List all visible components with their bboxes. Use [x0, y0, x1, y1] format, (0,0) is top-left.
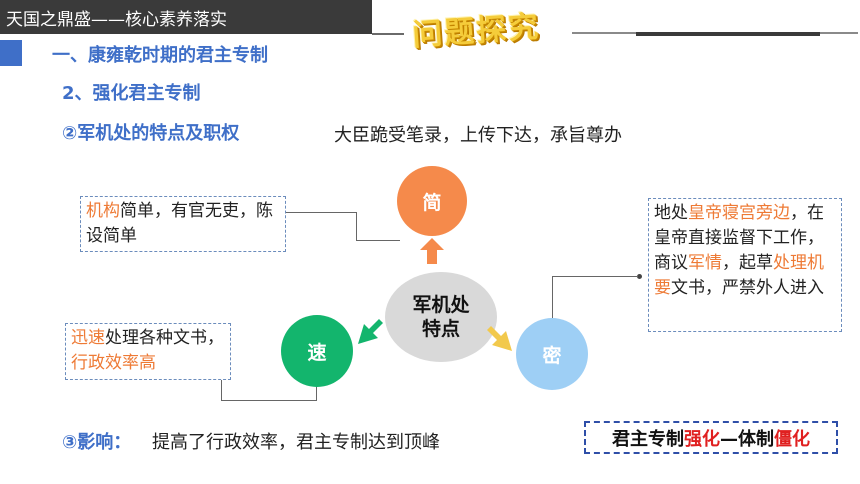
mi-text-3: ，起草 [722, 253, 773, 273]
conclusion-part-2: —体制 [720, 428, 774, 450]
jian-connector-line-h [268, 212, 356, 213]
su-connector-line-v [221, 372, 222, 401]
header-divider-thick [636, 32, 820, 36]
section-subtitle: 2、强化君主专制 [62, 83, 201, 104]
conclusion-red-2: 僵化 [774, 428, 810, 450]
impact-label: ③影响： [62, 432, 132, 453]
point-description: 大臣跪受笔录，上传下达，承旨尊办 [334, 125, 622, 146]
mi-connector-line-h [552, 276, 638, 277]
su-description-box: 迅速处理各种文书， 行政效率高 [65, 323, 231, 380]
center-label-line2: 特点 [421, 318, 460, 340]
mi-connector-dot [637, 274, 642, 279]
conclusion-part-1: 君主专制 [612, 428, 684, 450]
mi-label: 密 [542, 344, 562, 367]
jian-highlight: 机构 [86, 201, 120, 221]
jian-label: 简 [422, 191, 442, 214]
header-title: 天国之鼎盛——核心素养落实 [6, 10, 227, 30]
mi-connector-line-v [552, 276, 553, 318]
mi-circle: 密 [516, 318, 588, 390]
point-title: ②军机处的特点及职权 [62, 123, 240, 144]
inquiry-badge: 问题探究 [411, 9, 542, 54]
jian-circle: 简 [397, 166, 467, 236]
jian-connector-line-v [356, 212, 357, 240]
su-text: 处理各种文书， [105, 328, 224, 348]
su-connector-line-v2 [316, 386, 317, 401]
center-label-line1: 军机处 [412, 294, 470, 316]
arrow-right-icon [487, 326, 512, 351]
arrow-up-icon [420, 238, 444, 264]
section-marker [0, 40, 22, 66]
mi-description-box: 地处皇帝寝宫旁边，在皇帝直接监督下工作，商议军情，起草处理机要文书，严禁外人进入 [648, 198, 842, 332]
header-bar: 天国之鼎盛——核心素养落实 [0, 0, 372, 34]
mi-text-1: 地处 [654, 203, 688, 223]
mi-highlight-2: 军情 [688, 253, 722, 273]
su-label: 速 [307, 341, 327, 364]
su-highlight-1: 迅速 [71, 328, 105, 348]
conclusion-box: 君主专制强化—体制僵化 [584, 421, 838, 454]
jian-connector-line-h2 [356, 240, 400, 241]
conclusion-red-1: 强化 [684, 428, 720, 450]
jian-description-box: 机构简单，有官无吏，陈设简单 [80, 196, 286, 252]
jian-text: 简单，有官无吏，陈设简单 [86, 201, 273, 246]
su-highlight-2: 行政效率高 [71, 353, 156, 373]
header-divider-left [372, 33, 404, 35]
section-title: 一、康雍乾时期的君主专制 [52, 45, 268, 66]
mi-text-4: 文书，严禁外人进入 [671, 278, 824, 298]
impact-text: 提高了行政效率，君主专制达到顶峰 [152, 432, 440, 453]
mi-text-2: ，在皇帝直接监督下工作，商议 [654, 203, 824, 273]
su-circle: 速 [281, 315, 353, 387]
su-connector-line-h [222, 400, 316, 401]
mi-highlight-1: 皇帝寝宫旁边 [688, 203, 790, 223]
mi-highlight-3: 处理机要 [654, 253, 824, 298]
center-circle: 军机处 特点 [385, 272, 497, 362]
arrow-left-icon [358, 319, 383, 344]
